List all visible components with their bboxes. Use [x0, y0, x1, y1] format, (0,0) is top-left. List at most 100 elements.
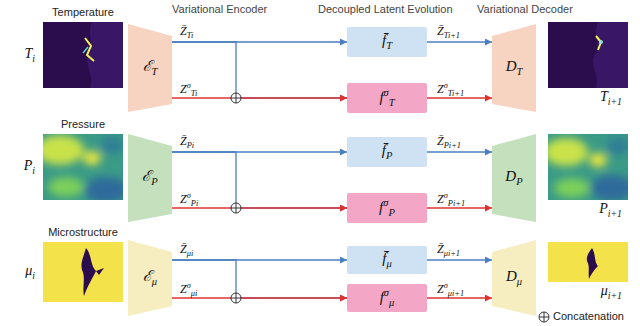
field-heading: Microstructure: [23, 226, 143, 238]
field-symbol: Ti: [24, 46, 35, 65]
field-patch: [83, 151, 101, 165]
math-superscript: σ: [187, 281, 191, 290]
field-region: [593, 22, 628, 88]
math-symbol: f̄: [382, 250, 386, 266]
block-symbol: ℰμ: [143, 268, 157, 288]
concat-symbol: [231, 203, 241, 213]
math-subscript: i: [32, 53, 35, 64]
math-subscript: P: [516, 176, 522, 187]
column-header: Variational Encoder: [172, 3, 267, 15]
math-subscript: Ti+1: [444, 31, 460, 40]
input-field: Microstructureμi: [43, 242, 123, 302]
math-subscript: Ti: [187, 31, 194, 40]
output-field: Pi+1: [548, 134, 628, 200]
field-heading: Temperature: [23, 6, 143, 18]
latent-label: ZσTi: [180, 81, 197, 99]
mean-evolution-box: f̄T: [347, 27, 427, 57]
function-symbol: fσT: [379, 87, 394, 109]
math-symbol: f: [379, 89, 383, 105]
math-subscript: i+1: [608, 96, 622, 107]
math-symbol: P: [24, 158, 33, 173]
output-field: Ti+1: [548, 22, 628, 88]
latent-connector: [172, 97, 347, 98]
math-symbol: Z̄: [180, 242, 187, 256]
math-subscript: μ: [517, 276, 522, 287]
field-patch: [589, 153, 607, 167]
math-symbol: ℰ: [143, 58, 152, 74]
field-symbol: Ti+1: [600, 89, 622, 108]
variance-evolution-box: fσμ: [347, 284, 427, 312]
hot-spot: [599, 40, 603, 44]
math-symbol: Z̄: [180, 24, 187, 38]
field-patch: [606, 137, 628, 155]
field-patches: [43, 135, 123, 200]
latent-label: ZσTi+1: [437, 81, 464, 99]
grain-shape: [587, 248, 598, 279]
math-subscript: μ: [152, 276, 157, 287]
math-subscript: μi+1: [448, 289, 464, 298]
math-subscript: Pi+1: [448, 199, 465, 208]
block-symbol: DT: [506, 58, 523, 78]
trapezoid-shape: [128, 24, 172, 112]
concat-circle: [231, 293, 241, 303]
math-superscript: σ: [444, 281, 448, 290]
latent-label: Z̄μi: [180, 243, 193, 259]
math-symbol: Z: [437, 282, 444, 296]
field-patch: [43, 135, 84, 165]
math-subscript: Pi: [187, 141, 194, 150]
latent-connector: [427, 259, 492, 260]
field-region: [87, 22, 123, 88]
math-symbol: D: [505, 168, 516, 184]
math-symbol: Z: [180, 282, 187, 296]
output-field: μi+1: [548, 242, 628, 282]
latent-label: Zσμi+1: [437, 281, 464, 299]
math-subscript: T: [517, 66, 523, 77]
latent-connector: [172, 297, 347, 298]
concat-circle: [539, 312, 549, 322]
field-patch: [548, 138, 588, 166]
concat-plus: [231, 293, 241, 303]
decoder-block: DP: [492, 134, 536, 222]
math-subscript: P: [386, 150, 392, 161]
math-symbol: f̄: [382, 142, 386, 158]
trapezoid-shape: [492, 24, 536, 112]
field-heading: Pressure: [23, 118, 143, 130]
block-symbol: ℰP: [142, 168, 157, 188]
block-symbol: ℰT: [143, 58, 158, 78]
latent-label: Z̄μi+1: [437, 243, 460, 259]
math-symbol: D: [506, 268, 517, 284]
legend-text: Concatenation: [553, 310, 624, 322]
math-subscript: T: [152, 66, 158, 77]
field-patch: [100, 136, 123, 154]
math-superscript: σ: [384, 87, 389, 98]
field-symbol: μi+1: [601, 283, 622, 302]
math-subscript: Ti+1: [448, 89, 464, 98]
trapezoid-shape: [128, 240, 172, 316]
field-patch: [84, 177, 123, 200]
column-header: Decoupled Latent Evolution: [318, 3, 453, 15]
math-superscript: σ: [187, 191, 191, 200]
trapezoid-shape: [492, 134, 536, 222]
math-subscript: Pi+1: [444, 141, 461, 150]
math-symbol: f: [380, 289, 384, 305]
latent-connector: [172, 42, 347, 98]
latent-connector: [427, 41, 492, 42]
field-ground: [43, 22, 123, 88]
math-superscript: σ: [444, 81, 448, 90]
math-subscript: μi+1: [444, 249, 460, 258]
math-subscript: Ti: [191, 89, 198, 98]
encoder-block: ℰP: [128, 134, 172, 222]
math-symbol: f: [379, 199, 383, 215]
concat-symbol: [231, 293, 241, 303]
pressure-field: [43, 134, 123, 200]
latent-label: Z̄Ti: [180, 25, 193, 41]
concat-symbol: [231, 93, 241, 103]
math-subscript: μi: [187, 249, 194, 258]
math-superscript: σ: [383, 197, 388, 208]
temperature-field: [548, 22, 628, 88]
math-subscript: i+1: [608, 290, 622, 301]
math-symbol: D: [506, 58, 517, 74]
mean-evolution-box: f̄P: [347, 137, 427, 167]
